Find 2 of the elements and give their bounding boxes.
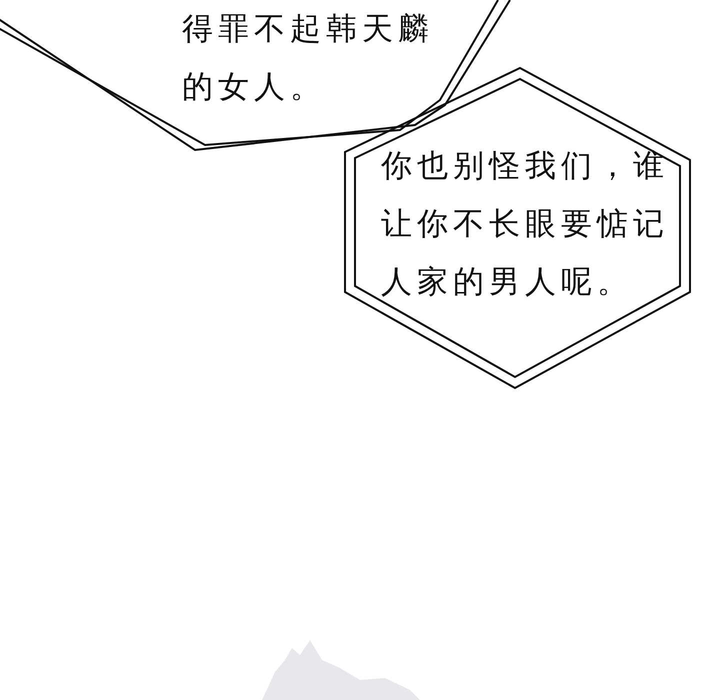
speech-text: 得罪不起韩天麟的女人。 [182,10,435,107]
speech-text: 你也别怪我们，谁让你不长眼要惦记人家的男人呢。 [381,147,670,302]
